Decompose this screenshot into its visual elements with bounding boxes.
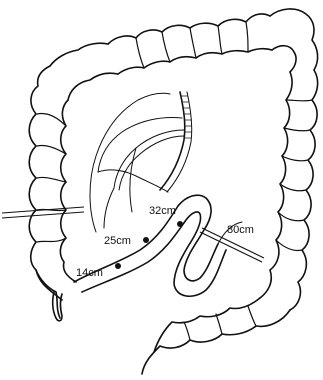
cut-line-left-2 [2,212,84,218]
cecum-wall [36,270,60,318]
splenic-flexure-outer [270,9,318,70]
haustral-folds [37,22,312,340]
distance-markers: 14cm 25cm 32cm 80cm [76,205,254,279]
marker-32cm-dot [177,221,183,227]
colon-outline [29,9,317,374]
splenic-flexure-inner [272,46,296,72]
label-32cm: 32cm [149,205,176,217]
vessel-hatching [181,96,192,138]
main-vessel-trunk [160,92,185,190]
cut-line-left-1 [2,207,84,213]
label-80cm: 80cm [227,224,254,236]
ascending-colon-inner-wall [60,100,76,282]
vessel-arcade [98,170,168,192]
marker-14cm-dot [115,263,121,269]
hepatic-flexure-outer [50,43,108,66]
sigmoid-outer-wall [142,310,290,374]
cut-line-right-1 [200,232,262,262]
label-25cm: 25cm [104,235,131,247]
hepatic-flexure-inner [68,73,118,100]
transverse-colon-upper-wall [108,14,270,44]
sigmoid-inner-wall [154,298,260,352]
mesenteric-vessels [90,92,192,232]
ascending-colon-outer-wall [29,66,62,300]
marker-25cm-dot [143,237,149,243]
descending-colon-inner-wall [260,72,292,298]
vessel-branch-4 [104,188,114,228]
vessel-branch-1 [114,130,184,188]
vessel-branch-3 [130,148,136,212]
label-14cm: 14cm [76,267,103,279]
main-vessel-trunk-edge [167,92,192,192]
